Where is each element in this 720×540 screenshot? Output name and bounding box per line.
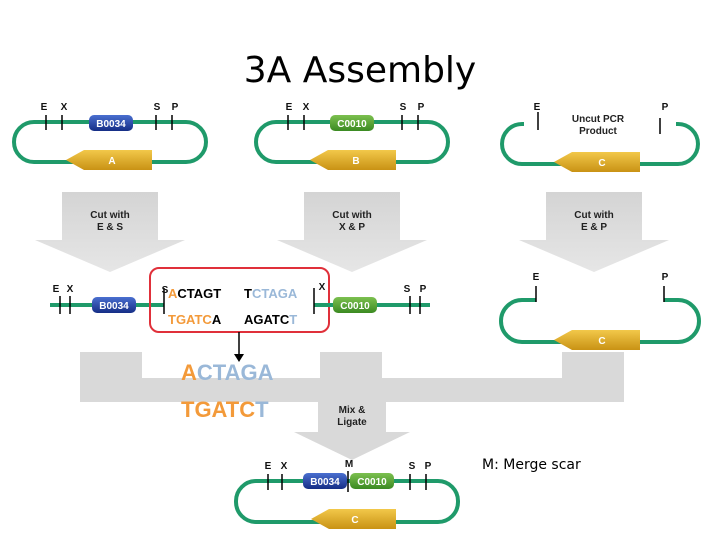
pcr-product-c: E P Uncut PCR Product C xyxy=(500,102,700,172)
fragment-c0010: X S P C0010 xyxy=(313,282,430,314)
site-p: P xyxy=(172,102,179,113)
cut-xp-line1: Cut with xyxy=(332,210,371,221)
site-x: X xyxy=(319,282,326,293)
cut-es-line1: Cut with xyxy=(90,210,129,221)
overhang-top-right: TCTAGA xyxy=(244,286,298,301)
plasmid-b: E X S P C0010 B xyxy=(254,102,450,170)
cut-arrow-c xyxy=(519,192,669,272)
cut-es-line2: E & S xyxy=(97,222,123,233)
composite-plasmid: E X M S P B0034 C0010 C xyxy=(234,459,460,529)
part-b0034 xyxy=(92,297,136,313)
ligate-line1: Mix & xyxy=(339,405,366,416)
part-c0010 xyxy=(330,115,374,131)
part-c0010-label: C0010 xyxy=(337,119,367,130)
site-s: S xyxy=(409,461,416,472)
site-s: S xyxy=(162,285,169,296)
pcr-label-line1: Uncut PCR xyxy=(572,114,625,125)
cut-ep-line2: E & P xyxy=(581,222,607,233)
site-x: X xyxy=(281,461,288,472)
ligate-arrow xyxy=(294,398,410,460)
site-m: M xyxy=(345,459,353,470)
ligate-line2: Ligate xyxy=(337,417,367,428)
scar-bottom: TGATCT xyxy=(181,397,269,422)
site-p: P xyxy=(418,102,425,113)
insert-c-label: C xyxy=(351,515,358,526)
site-x: X xyxy=(61,102,68,113)
plasmid-a: E X S P B0034 A xyxy=(12,102,208,170)
insert-c-label: C xyxy=(598,336,605,347)
site-e: E xyxy=(286,102,293,113)
cut-pcr-c: E P C xyxy=(499,272,701,350)
site-e: E xyxy=(265,461,272,472)
part-c0010 xyxy=(350,473,394,489)
page-title: 3A Assembly xyxy=(244,50,477,91)
site-e: E xyxy=(53,284,60,295)
insert-c-arrow xyxy=(554,330,640,350)
flow-arrows xyxy=(35,192,669,460)
overhang-bottom-right: AGATCT xyxy=(244,312,297,327)
scar-pointer-head xyxy=(234,354,244,362)
site-s: S xyxy=(400,102,407,113)
merge-scar-note: M: Merge scar xyxy=(482,457,581,473)
insert-b-arrow xyxy=(310,150,396,170)
insert-a-arrow xyxy=(66,150,152,170)
site-x: X xyxy=(303,102,310,113)
site-e: E xyxy=(533,272,540,283)
part-b0034 xyxy=(89,115,133,131)
part-b0034 xyxy=(303,473,347,489)
cut-arrow-a xyxy=(35,192,185,272)
overhang-top-left: ACTAGT xyxy=(168,286,221,301)
cut-xp-line2: X & P xyxy=(339,222,365,233)
site-p: P xyxy=(420,284,427,295)
insert-a-label: A xyxy=(108,156,115,167)
site-e: E xyxy=(534,102,541,113)
insert-c-arrow xyxy=(311,509,396,529)
site-s: S xyxy=(154,102,161,113)
overhang-sequences: ACTAGT TCTAGA TGATCA AGATCT xyxy=(168,286,298,327)
overhang-bottom-left: TGATCA xyxy=(168,312,222,327)
insert-c-label: C xyxy=(598,158,605,169)
part-b0034-label: B0034 xyxy=(310,477,340,488)
part-b0034-label: B0034 xyxy=(96,119,126,130)
part-c0010-label: C0010 xyxy=(357,477,387,488)
site-x: X xyxy=(67,284,74,295)
scar-top: ACTAGA xyxy=(181,360,274,385)
site-s: S xyxy=(404,284,411,295)
cut-arrow-b xyxy=(277,192,427,272)
part-c0010-label: C0010 xyxy=(340,301,370,312)
fragment-b0034: E X S B0034 xyxy=(50,284,169,314)
insert-b-label: B xyxy=(352,156,359,167)
cut-ep-line1: Cut with xyxy=(574,210,613,221)
insert-c-arrow xyxy=(554,152,640,172)
part-b0034-label: B0034 xyxy=(99,301,129,312)
site-p: P xyxy=(662,102,669,113)
pcr-label-line2: Product xyxy=(579,126,617,137)
site-e: E xyxy=(41,102,48,113)
site-p: P xyxy=(662,272,669,283)
site-p: P xyxy=(425,461,432,472)
part-c0010 xyxy=(333,297,377,313)
